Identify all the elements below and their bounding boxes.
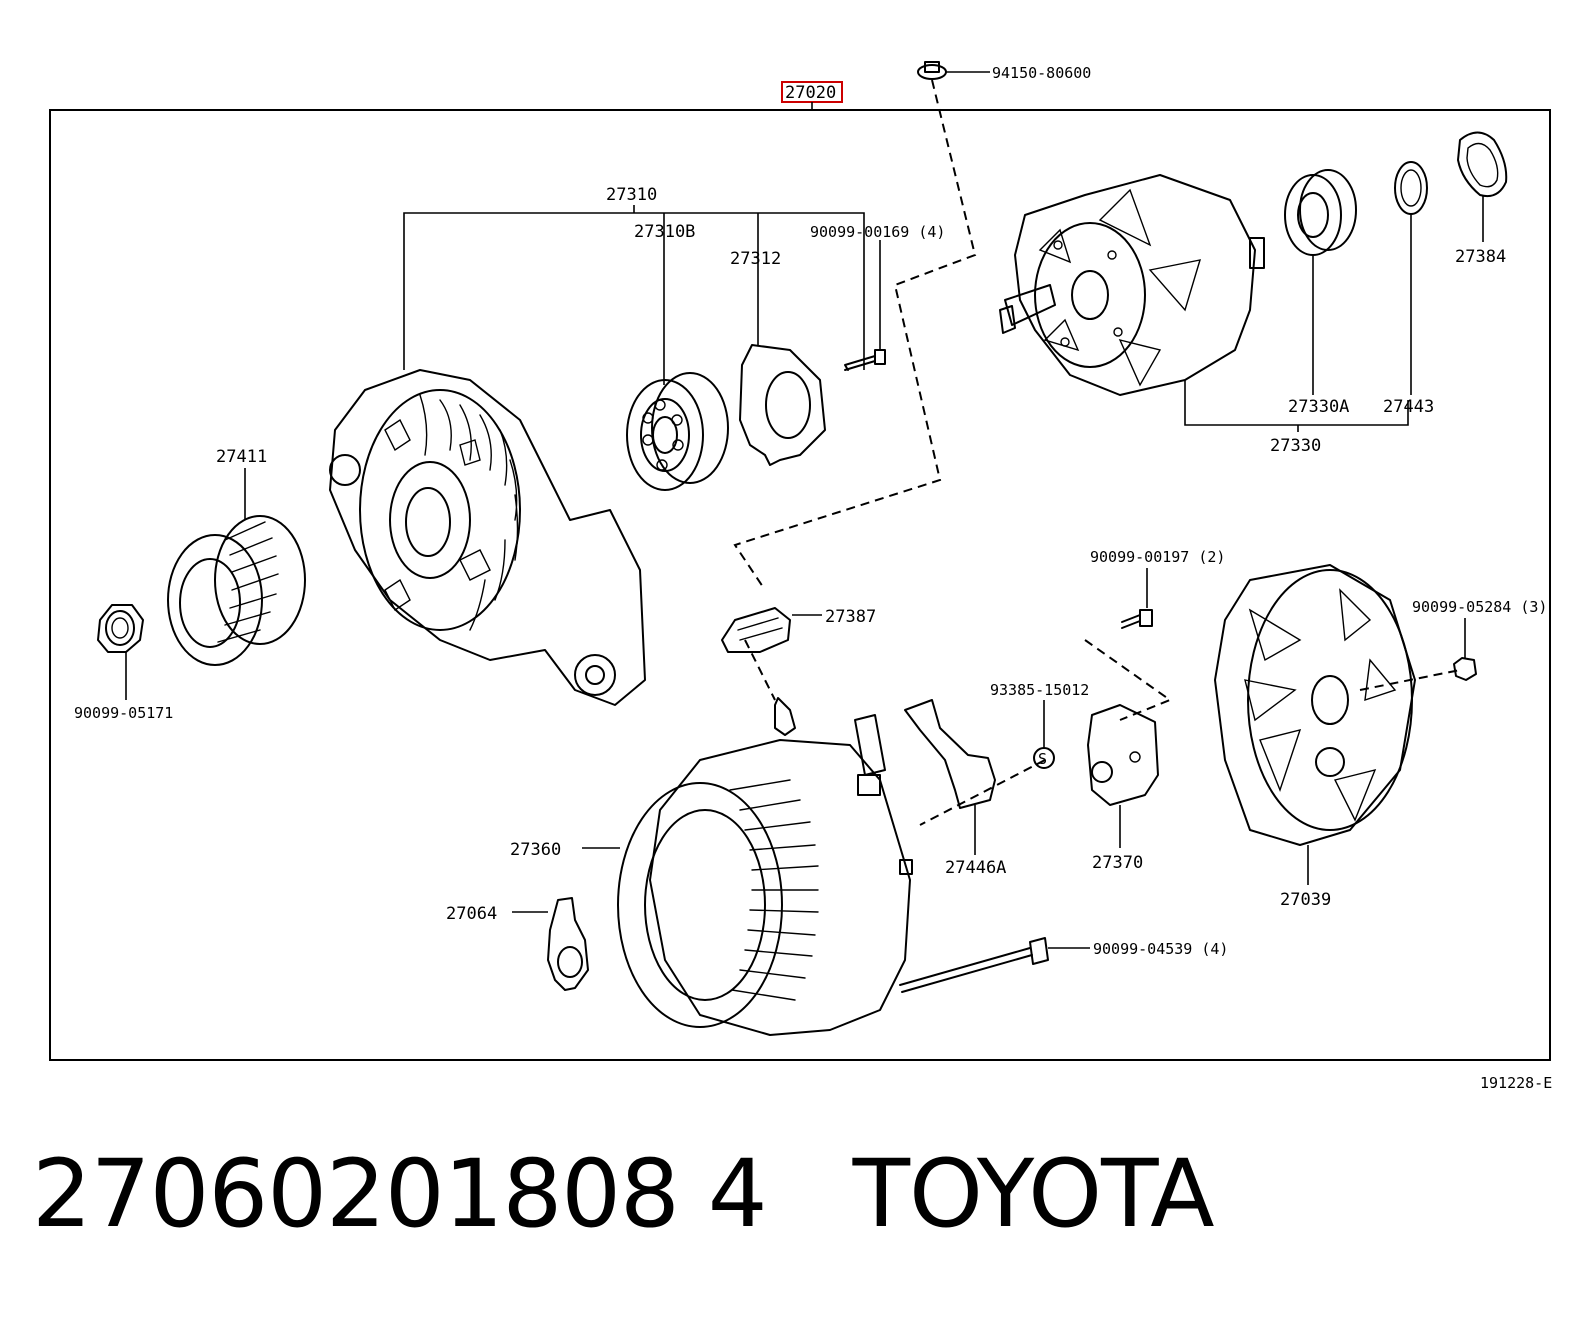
label-27310[interactable]: 27310: [606, 185, 657, 205]
label-27387[interactable]: 27387: [825, 607, 876, 627]
assembly-number-label[interactable]: 27020: [785, 83, 836, 103]
label-90099-05284[interactable]: 90099-05284 (3): [1412, 598, 1547, 616]
cover-nut-part[interactable]: [1453, 618, 1477, 681]
svg-text:S: S: [1038, 750, 1047, 768]
label-93385-15012[interactable]: 93385-15012: [990, 681, 1089, 699]
frame-screw-part[interactable]: [844, 240, 886, 371]
label-27411[interactable]: 27411: [216, 447, 267, 467]
rear-cover-part[interactable]: [1214, 564, 1416, 885]
retainer-plate-part[interactable]: [739, 344, 826, 466]
label-27330A[interactable]: 27330A: [1288, 397, 1349, 417]
seal-ring-part[interactable]: [1457, 131, 1508, 243]
label-27360[interactable]: 27360: [510, 840, 561, 860]
pulley-part[interactable]: [167, 515, 306, 666]
label-27064[interactable]: 27064: [446, 904, 497, 924]
drive-end-frame-part[interactable]: [329, 369, 646, 706]
bearing-cover-part[interactable]: [1394, 161, 1428, 395]
label-27384[interactable]: 27384: [1455, 247, 1506, 267]
pulley-nut-part[interactable]: [97, 604, 144, 700]
holder-screw-part[interactable]: [1121, 568, 1153, 629]
label-90099-00169[interactable]: 90099-00169 (4): [810, 223, 945, 241]
assembly-path-dashed: [733, 79, 1461, 826]
figure-code: 191228-E: [1480, 1074, 1552, 1092]
label-27443[interactable]: 27443: [1383, 397, 1434, 417]
top-bolt-part[interactable]: [917, 61, 990, 80]
insulator-part[interactable]: [721, 607, 822, 736]
part-caption: 27060201808 4 TOYOTA: [32, 1140, 1300, 1249]
front-bearing-part[interactable]: [626, 372, 729, 491]
caption-brand: TOYOTA: [852, 1140, 1215, 1249]
terminal-insulator-part[interactable]: S: [1033, 700, 1055, 769]
plate-part[interactable]: [512, 897, 589, 991]
label-27446A[interactable]: 27446A: [945, 858, 1006, 878]
terminal-plate-part[interactable]: [904, 699, 996, 855]
brush-holder-part[interactable]: [1087, 704, 1159, 848]
stator-housing-part[interactable]: [582, 714, 913, 1036]
caption-part-number: 27060201808 4: [32, 1140, 768, 1249]
label-94150-80600[interactable]: 94150-80600: [992, 64, 1091, 82]
diagram-frame: [49, 109, 1551, 1061]
label-90099-04539[interactable]: 90099-04539 (4): [1093, 940, 1228, 958]
label-27370[interactable]: 27370: [1092, 853, 1143, 873]
through-bolt-part[interactable]: [899, 937, 1090, 993]
label-27312[interactable]: 27312: [730, 249, 781, 269]
alternator-exploded-diagram: 27020 94150-80600 27310 27310B 27312 900…: [49, 61, 1552, 1092]
label-27330[interactable]: 27330: [1270, 436, 1321, 456]
label-90099-05171[interactable]: 90099-05171: [74, 704, 173, 722]
rotor-bearing-part[interactable]: [1284, 169, 1357, 395]
label-90099-00197[interactable]: 90099-00197 (2): [1090, 548, 1225, 566]
rotor-part[interactable]: [999, 174, 1265, 396]
label-27039[interactable]: 27039: [1280, 890, 1331, 910]
